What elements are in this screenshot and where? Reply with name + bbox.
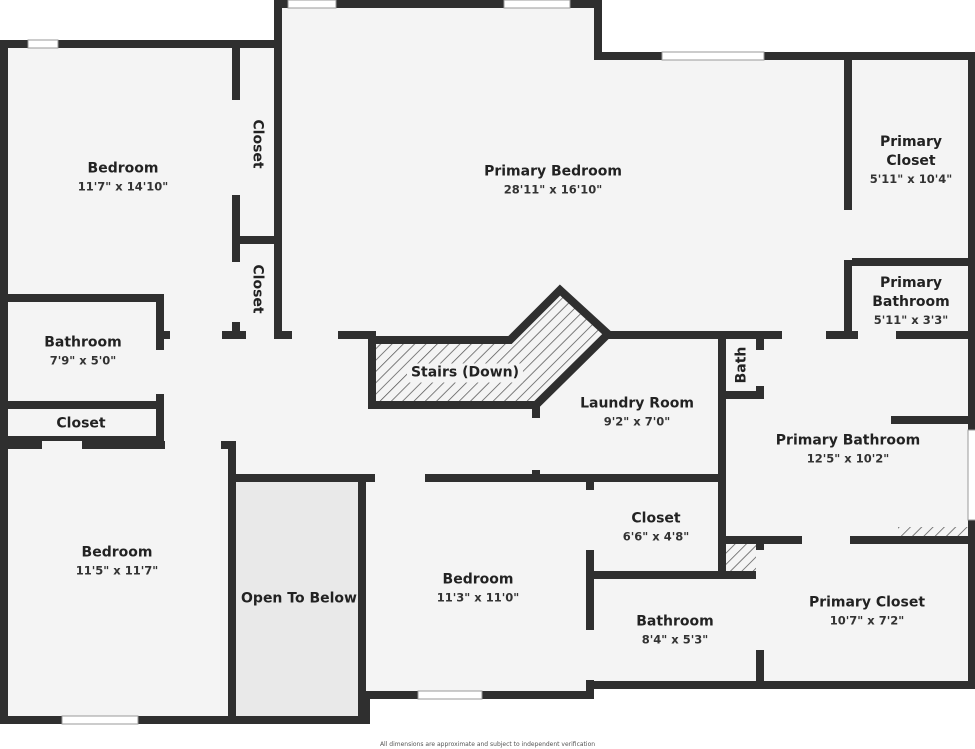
disclaimer: All dimensions are approximate and subje… xyxy=(379,741,596,748)
room-bath: Bath xyxy=(733,346,750,384)
open-to-below-area xyxy=(236,478,362,720)
room-name: Bedroom xyxy=(87,160,159,177)
windows xyxy=(27,0,975,725)
room-open-to-below: Open To Below xyxy=(241,590,357,607)
room-closet-upper: Closet xyxy=(249,119,266,169)
room-bedroom-nw: Bedroom 11'7" x 14'10" xyxy=(78,160,168,195)
room-closet-w: Closet xyxy=(56,415,106,432)
room-closet-lower: Closet xyxy=(249,264,266,314)
room-stairs: Stairs (Down) xyxy=(406,363,524,383)
hatch-block xyxy=(726,543,757,573)
room-dims: 11'7" x 14'10" xyxy=(77,179,169,194)
door-openings xyxy=(42,100,896,680)
hatch-block xyxy=(898,527,970,536)
